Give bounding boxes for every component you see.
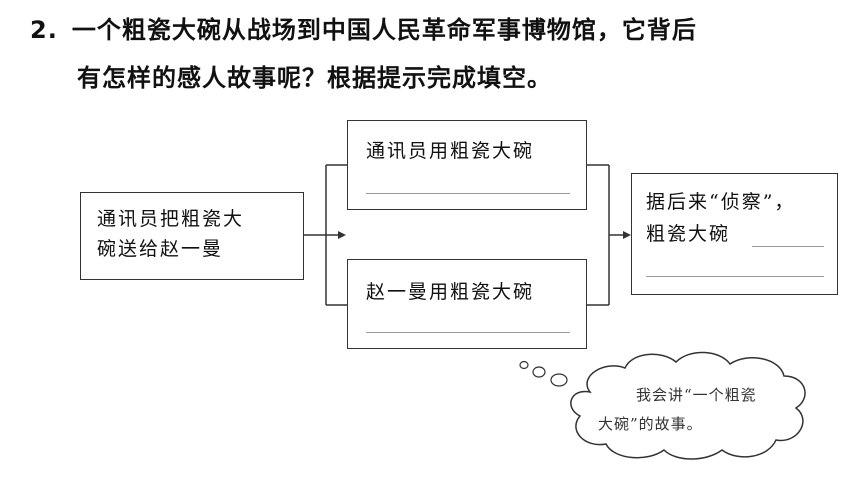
thought-cloud-line-2: 大碗”的故事。 bbox=[598, 415, 703, 433]
box-start: 通讯员把粗瓷大 碗送给赵一曼 bbox=[80, 192, 304, 280]
blank-zhao-yiman[interactable] bbox=[366, 332, 570, 333]
box-zhao-yiman: 赵一曼用粗瓷大碗 bbox=[347, 259, 587, 349]
box-start-line-2: 碗送给赵一曼 bbox=[97, 238, 224, 260]
blank-result-2[interactable] bbox=[646, 276, 824, 277]
thought-cloud-line-1: 我会讲“一个粗瓷 bbox=[636, 386, 757, 404]
blank-result-1[interactable] bbox=[752, 246, 824, 247]
box-correspondent: 通讯员用粗瓷大碗 bbox=[347, 120, 587, 210]
question-line-1: 2. 一个粗瓷大碗从战场到中国人民革命军事博物馆，它背后 bbox=[30, 10, 697, 45]
box-result-line-2: 粗瓷大碗 bbox=[646, 223, 731, 245]
thought-cloud-shape bbox=[570, 351, 806, 460]
box-correspondent-prompt: 通讯员用粗瓷大碗 bbox=[366, 140, 535, 162]
box-zhao-yiman-prompt: 赵一曼用粗瓷大碗 bbox=[366, 281, 535, 303]
question-text-1: 一个粗瓷大碗从战场到中国人民革命军事博物馆，它背后 bbox=[71, 16, 697, 44]
box-result-line-1: 据后来“侦察”， bbox=[646, 191, 796, 213]
question-line-2: 有怎样的感人故事呢？根据提示完成填空。 bbox=[77, 64, 552, 92]
box-start-line-1: 通讯员把粗瓷大 bbox=[97, 208, 245, 230]
box-result: 据后来“侦察”， 粗瓷大碗 bbox=[631, 173, 838, 295]
question-number: 2. bbox=[30, 16, 58, 44]
blank-correspondent[interactable] bbox=[366, 193, 570, 194]
